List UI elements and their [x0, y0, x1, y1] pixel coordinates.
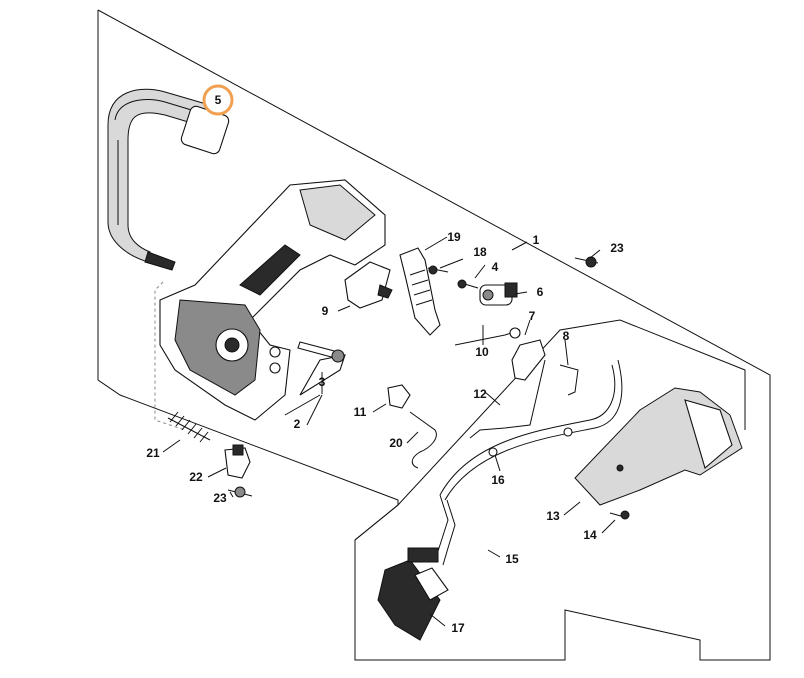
- label-18[interactable]: 18: [473, 245, 487, 259]
- label-8[interactable]: 8: [563, 329, 570, 343]
- bracket-22-icon[interactable]: [224, 444, 251, 479]
- screw-14-icon[interactable]: [609, 510, 630, 520]
- label-7[interactable]: 7: [529, 309, 536, 323]
- screw-23-top-icon[interactable]: [574, 256, 599, 268]
- cover-13-icon[interactable]: [574, 387, 743, 506]
- cable-16-icon[interactable]: [439, 364, 616, 496]
- spring-21-icon[interactable]: [167, 411, 211, 443]
- screw-4-icon[interactable]: [457, 279, 479, 289]
- label-13[interactable]: 13: [546, 509, 560, 523]
- label-19[interactable]: 19: [447, 230, 461, 244]
- guide-dashed: [154, 281, 186, 431]
- label-23-top[interactable]: 23: [610, 241, 624, 255]
- switch-6-icon[interactable]: [479, 282, 518, 306]
- label-11[interactable]: 11: [354, 405, 367, 419]
- label-16[interactable]: 16: [491, 473, 505, 487]
- label-3[interactable]: 3: [319, 375, 326, 389]
- label-15[interactable]: 15: [505, 552, 519, 566]
- front-handle-icon[interactable]: [107, 88, 230, 271]
- screw-23-bottom-icon[interactable]: [227, 486, 253, 498]
- bracket-8-icon[interactable]: [559, 364, 579, 396]
- label-22[interactable]: 22: [189, 470, 203, 484]
- boot-19-icon[interactable]: [399, 247, 441, 336]
- clip-11-icon[interactable]: [387, 384, 411, 409]
- label-17[interactable]: 17: [451, 621, 465, 635]
- label-20[interactable]: 20: [389, 436, 403, 450]
- bolt-3-icon[interactable]: [297, 341, 345, 363]
- highlight-circle-5[interactable]: [202, 84, 234, 116]
- screw-18-icon[interactable]: [427, 265, 449, 275]
- connector-17-icon[interactable]: [377, 547, 449, 641]
- label-12[interactable]: 12: [473, 387, 487, 401]
- cable-group-outline: [354, 319, 746, 541]
- label-1[interactable]: 1: [533, 233, 540, 247]
- label-10[interactable]: 10: [475, 345, 489, 359]
- leader-lines: [162, 236, 616, 627]
- label-4[interactable]: 4: [492, 260, 499, 274]
- label-9[interactable]: 9: [322, 304, 329, 318]
- label-6[interactable]: 6: [537, 285, 544, 299]
- label-2[interactable]: 2: [294, 417, 301, 431]
- spring-20-icon[interactable]: [409, 411, 437, 469]
- trigger-9-icon[interactable]: [344, 261, 393, 309]
- main-group-outline: [97, 9, 771, 661]
- rod-12-icon[interactable]: [469, 359, 546, 439]
- label-21[interactable]: 21: [146, 446, 160, 460]
- handle-housing-icon[interactable]: [159, 179, 386, 421]
- label-14[interactable]: 14: [583, 528, 597, 542]
- lever-7-icon[interactable]: [509, 327, 546, 381]
- label-5[interactable]: 5: [215, 93, 222, 107]
- label-23-bottom[interactable]: 23: [213, 491, 227, 505]
